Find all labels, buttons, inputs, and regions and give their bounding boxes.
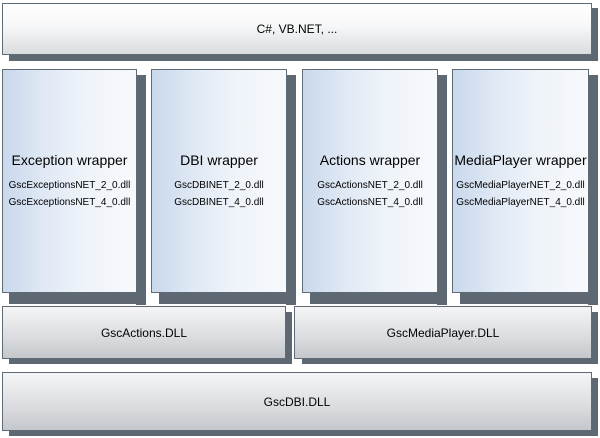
wrapper-dbi: DBI wrapper GscDBINET_2_0.dll GscDBINET_…	[151, 69, 287, 293]
native-mediaplayer-shadow	[591, 312, 598, 364]
languages-layer-label: C#, VB.NET, ...	[256, 22, 338, 36]
wrapper-mediaplayer-title: MediaPlayer wrapper	[454, 151, 587, 168]
wrapper-exception: Exception wrapper GscExceptionsNET_2_0.d…	[2, 69, 137, 293]
wrapper-dbi-dll-2: GscDBINET_4_0.dll	[174, 196, 264, 208]
wrapper-dbi-title: DBI wrapper	[180, 151, 258, 168]
wrapper-exception-shadow	[136, 75, 146, 305]
languages-layer-shadow-bottom	[9, 54, 598, 61]
wrapper-dbi-shadow-bottom	[159, 292, 296, 304]
native-mediaplayer-shadow-bottom	[302, 358, 598, 364]
wrapper-actions-shadow	[437, 75, 447, 305]
native-actions-dll: GscActions.DLL	[2, 306, 286, 359]
wrapper-dbi-dll-1: GscDBINET_2_0.dll	[174, 179, 264, 191]
wrapper-actions-dll-1: GscActionsNET_2_0.dll	[317, 179, 423, 191]
native-actions-dll-label: GscActions.DLL	[100, 325, 188, 340]
native-actions-shadow-bottom	[9, 358, 292, 364]
base-layer-dll-label: GscDBI.DLL	[263, 394, 331, 409]
wrapper-exception-shadow-bottom	[9, 292, 146, 304]
wrapper-exception-dll-1: GscExceptionsNET_2_0.dll	[8, 179, 131, 191]
wrapper-actions-title: Actions wrapper	[319, 151, 421, 168]
wrapper-mediaplayer-dll-2: GscMediaPlayerNET_4_0.dll	[456, 196, 585, 208]
languages-layer: C#, VB.NET, ...	[2, 3, 592, 55]
native-actions-shadow	[285, 312, 292, 364]
wrapper-actions-dll-2: GscActionsNET_4_0.dll	[317, 196, 423, 208]
languages-layer-shadow	[591, 8, 598, 61]
wrapper-exception-dll-2: GscExceptionsNET_4_0.dll	[8, 196, 131, 208]
wrapper-exception-title: Exception wrapper	[11, 151, 128, 168]
wrapper-mediaplayer-shadow	[588, 75, 598, 305]
native-mediaplayer-dll-label: GscMediaPlayer.DLL	[386, 325, 500, 340]
wrapper-mediaplayer-shadow-bottom	[460, 292, 598, 304]
base-layer-shadow	[591, 378, 598, 436]
native-mediaplayer-dll: GscMediaPlayer.DLL	[294, 306, 592, 359]
wrapper-mediaplayer: MediaPlayer wrapper GscMediaPlayerNET_2_…	[452, 69, 589, 293]
wrapper-mediaplayer-dll-1: GscMediaPlayerNET_2_0.dll	[456, 179, 585, 191]
wrapper-actions: Actions wrapper GscActionsNET_2_0.dll Gs…	[302, 69, 438, 293]
base-layer-dll: GscDBI.DLL	[2, 372, 592, 431]
wrapper-dbi-shadow	[286, 75, 296, 305]
wrapper-actions-shadow-bottom	[310, 292, 447, 304]
base-layer-shadow-bottom	[9, 430, 598, 436]
